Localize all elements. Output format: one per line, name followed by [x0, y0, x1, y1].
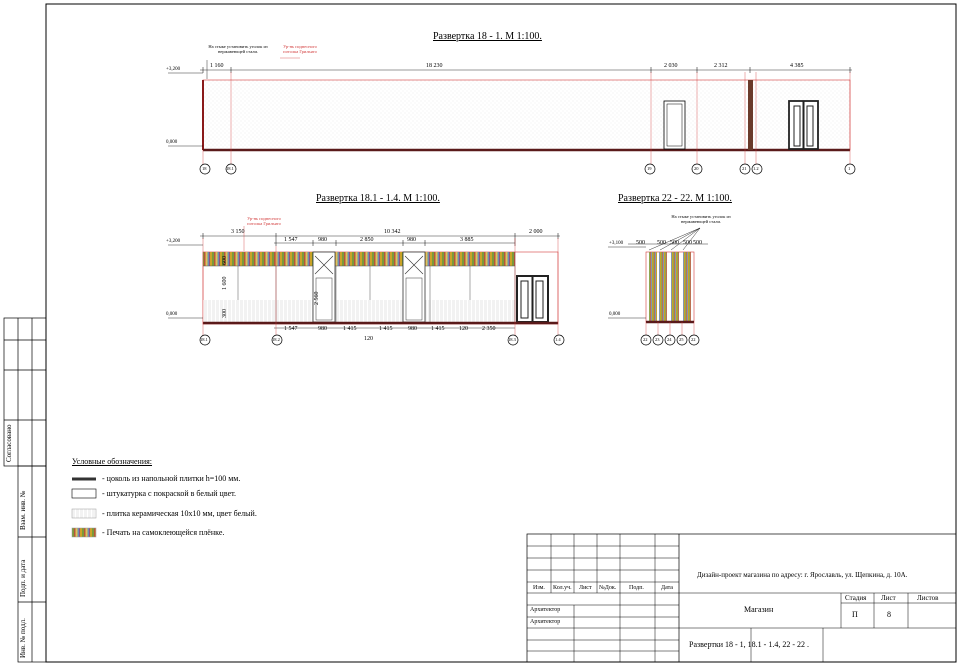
view-1-level-bottom: 0,000 — [166, 140, 178, 145]
view-2-level-top: +3,200 — [166, 239, 181, 244]
view-2-dim-row1-0: 3 150 — [231, 229, 245, 235]
view-1-axis-4: 21 — [742, 166, 747, 171]
view-2-title: Развертка 18.1 - 1.4. М 1:100. — [316, 193, 440, 204]
view-3-dim-4: 500 — [693, 240, 702, 246]
view-2-axis-3: 1.4 — [555, 337, 561, 342]
view-2-dim-bottom-extra: 120 — [364, 336, 373, 342]
view-3-dim-1: 500 — [657, 240, 666, 246]
elevation-18-1-1-4 — [168, 226, 565, 346]
view-3-axis-2: 24 — [667, 337, 672, 342]
view-3-title: Развертка 22 - 22. М 1:100. — [618, 193, 732, 204]
view-3-note-0: На стыке установить уголок из нержавеюще… — [671, 214, 731, 225]
stamp-stage-label: Стадия — [845, 594, 867, 602]
view-3-dim-2: 500 — [670, 240, 679, 246]
view-2-level-bottom: 0,000 — [166, 312, 178, 317]
side-stamp-agreed: Согласовано — [5, 424, 13, 462]
stamp-header-0: Изм. — [533, 585, 545, 591]
side-stamp-inv-no: Инв. № подл. — [19, 618, 27, 658]
view-1-axis-2: 19 — [647, 166, 652, 171]
view-2-dim-bottom-5: 1 415 — [431, 326, 445, 332]
view-3-level-top: +3,100 — [609, 241, 624, 246]
elevation-22-22 — [608, 227, 708, 346]
view-2-dim-bottom-6: 120 — [459, 326, 468, 332]
view-2-dim-row2-0: 1 547 — [284, 237, 298, 243]
view-2-dim-side-1: 1 600 — [222, 276, 228, 291]
stamp-header-1: Кол.уч. — [553, 585, 572, 591]
legend-swatches — [71, 477, 97, 538]
view-1-note-1: Ур-нь подвесного потолка Грильято — [283, 44, 317, 55]
stamp-header-2: Лист — [579, 585, 592, 591]
elevation-18-1 — [168, 57, 856, 175]
view-1-dim-2: 2 030 — [664, 63, 678, 69]
view-2-dim-row1-1: 10 342 — [384, 229, 401, 235]
view-2-note-0: Ур-нь подвесного потолка Грильято — [247, 216, 281, 227]
view-2-dim-row2-4: 3 885 — [460, 237, 474, 243]
view-1-dim-3: 2 312 — [714, 63, 728, 69]
title-block — [526, 533, 957, 663]
stamp-header-3: №Док. — [599, 585, 617, 591]
view-1-axis-3: 20 — [694, 166, 699, 171]
legend-item-1: - штукатурка с покраской в белый цвет. — [102, 489, 237, 498]
stamp-project: Дизайн-проект магазина по адресу: г. Яро… — [697, 571, 908, 579]
view-2-dim-row2-2: 2 850 — [360, 237, 374, 243]
view-1-axis-5: 1.2 — [753, 166, 759, 171]
view-1-dim-0: 1 160 — [210, 63, 224, 69]
view-1-note-0: На стыке установить уголок из нержавеюще… — [208, 44, 268, 55]
legend-item-3: - Печать на самоклеющейся плёнке. — [102, 528, 225, 537]
view-2-dim-row2-3: 980 — [407, 237, 416, 243]
view-2-dim-bottom-4: 980 — [408, 326, 417, 332]
view-2-axis-0: 18.1 — [200, 337, 208, 342]
stamp-header-5: Дата — [661, 585, 673, 591]
view-2-axis-1: 18.2 — [272, 337, 280, 342]
legend-item-2: - плитка керамическая 10х10 мм, цвет бел… — [102, 509, 257, 518]
view-1-dim-1: 18 230 — [426, 63, 443, 69]
view-2-dim-row2-1: 980 — [318, 237, 327, 243]
view-2-dim-side-2: 300 — [222, 309, 228, 318]
stamp-role-0: Архитектор — [530, 607, 561, 613]
stamp-sheets-label: Листов — [917, 594, 939, 602]
legend-title: Условные обозначения: — [72, 457, 153, 466]
view-3-axis-4: 22 — [691, 337, 696, 342]
left-stamp-strip — [3, 317, 47, 663]
view-1-axis-0: 18 — [202, 166, 207, 171]
stamp-object: Магазин — [744, 605, 774, 614]
view-2-dim-side-0: 600 — [222, 256, 228, 265]
view-1-title: Развертка 18 - 1. М 1:100. — [433, 31, 542, 42]
view-3-axis-3: 25 — [679, 337, 684, 342]
view-2-dim-side-3: 2 560 — [314, 291, 320, 306]
view-1-axis-1: 18.1 — [226, 166, 234, 171]
view-2-dim-bottom-1: 980 — [318, 326, 327, 332]
stamp-sheet: 8 — [887, 610, 891, 619]
legend-item-0: - цоколь из напольной плитки h=100 мм. — [102, 474, 241, 483]
side-stamp-sign-date: Подп. и дата — [19, 559, 27, 597]
view-1-level-top: +3,200 — [166, 67, 181, 72]
view-3-dim-3: 500 — [683, 240, 692, 246]
side-stamp-replaces: Взам. инв. № — [19, 490, 27, 530]
view-2-dim-bottom-7: 2 350 — [482, 326, 496, 332]
view-2-axis-2: 18.3 — [508, 337, 516, 342]
view-2-dim-bottom-3: 1 415 — [379, 326, 393, 332]
view-2-dim-bottom-0: 1 547 — [284, 326, 298, 332]
view-3-level-bottom: 0,000 — [609, 312, 621, 317]
view-3-axis-0: 22 — [643, 337, 648, 342]
view-2-dim-row1-2: 2 000 — [529, 229, 543, 235]
view-2-dim-bottom-2: 1 415 — [343, 326, 357, 332]
stamp-role-1: Архитектор — [530, 619, 561, 625]
view-1-dim-4: 4 385 — [790, 63, 804, 69]
stamp-sheet-label: Лист — [881, 594, 896, 602]
view-3-dim-0: 500 — [636, 240, 645, 246]
stamp-header-4: Подп. — [629, 585, 644, 591]
view-1-axis-6: 1 — [848, 166, 851, 171]
view-3-axis-1: 23 — [655, 337, 660, 342]
stamp-sheet-title: Развертки 18 - 1, 18.1 - 1.4, 22 - 22 . — [689, 640, 809, 649]
stamp-stage: П — [852, 610, 858, 619]
